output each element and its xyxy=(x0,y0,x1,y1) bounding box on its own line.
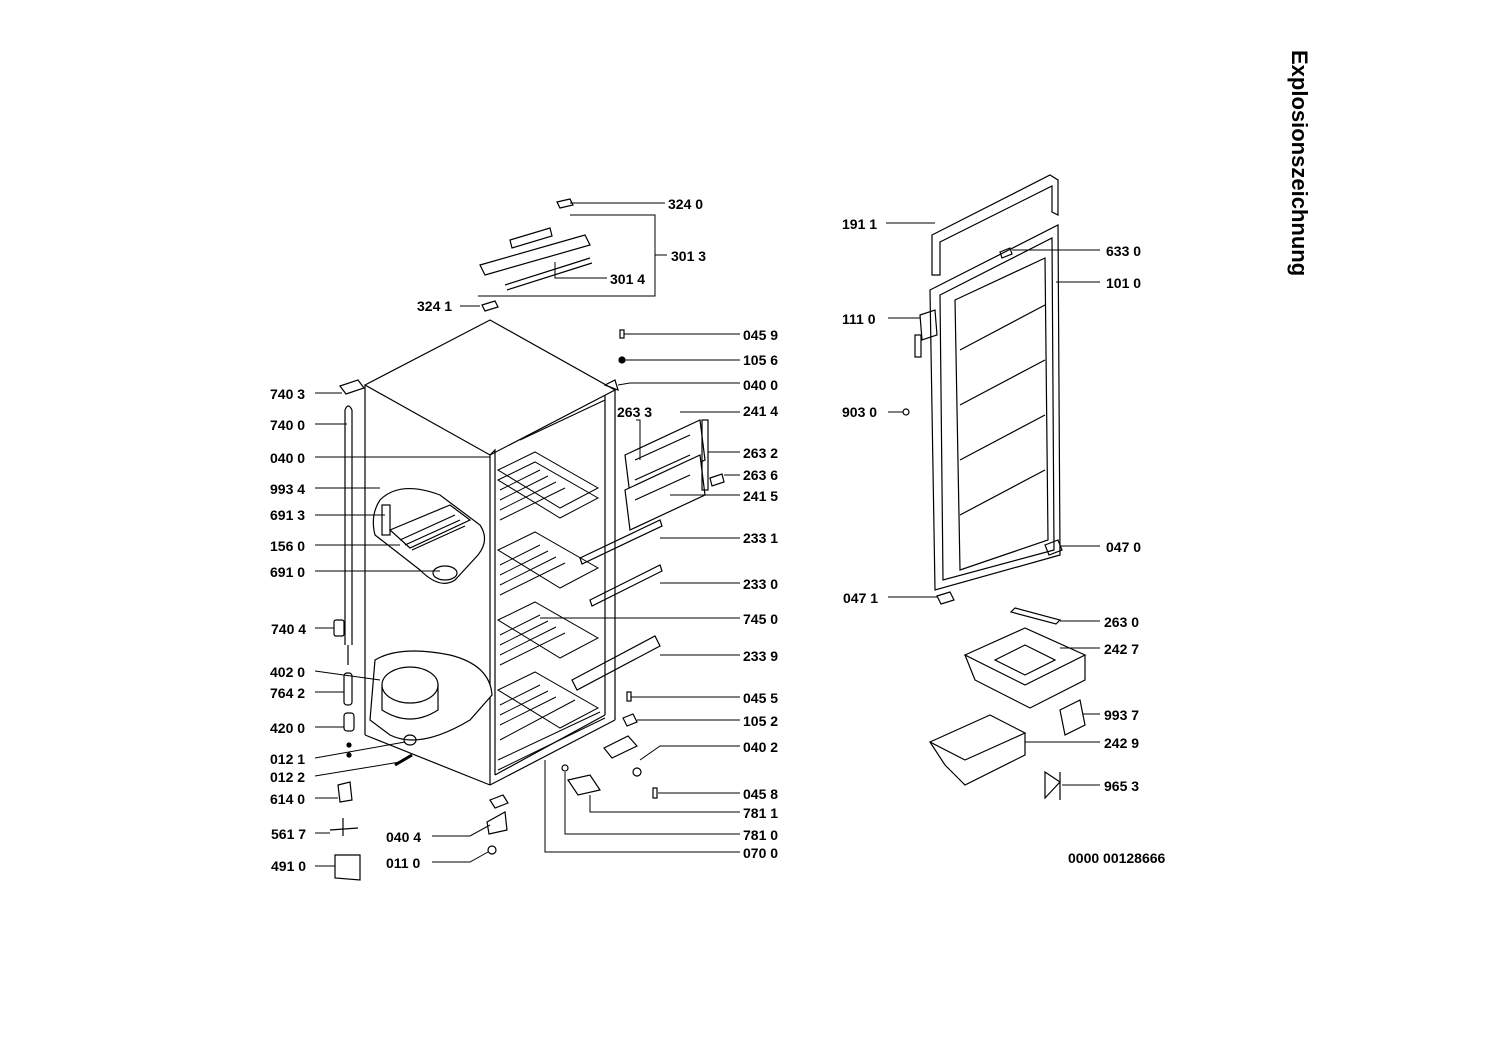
diagram-title: Explosionszeichnung xyxy=(1287,50,1312,277)
callout-402-0: 402 0 xyxy=(270,664,306,680)
callout-740-0: 740 0 xyxy=(270,417,306,433)
door-rails xyxy=(571,519,663,691)
leader-lines xyxy=(314,202,1100,867)
callout-241-4: 241 4 xyxy=(743,403,779,419)
callout-233-1: 233 1 xyxy=(743,530,779,546)
callout-764-2: 764 2 xyxy=(270,685,306,701)
callout-045-9: 045 9 xyxy=(743,327,779,343)
callout-745-0: 745 0 xyxy=(743,611,779,627)
callout-040-0-right: 040 0 xyxy=(743,377,779,393)
cabinet-body xyxy=(363,319,617,786)
callout-011-0: 011 0 xyxy=(386,855,421,871)
callout-233-9: 233 9 xyxy=(743,648,779,664)
callout-047-1: 047 1 xyxy=(843,590,879,606)
cabinet-shelves xyxy=(496,451,606,771)
callout-781-0: 781 0 xyxy=(743,827,779,843)
callout-070-0: 070 0 xyxy=(743,845,779,861)
callout-993-7: 993 7 xyxy=(1104,707,1140,723)
callout-242-7: 242 7 xyxy=(1104,641,1140,657)
callout-965-3: 965 3 xyxy=(1104,778,1140,794)
callout-040-4: 040 4 xyxy=(386,829,422,845)
callout-105-2: 105 2 xyxy=(743,713,779,729)
callout-263-0: 263 0 xyxy=(1104,614,1140,630)
callout-191-1: 191 1 xyxy=(842,216,878,232)
freezer-door xyxy=(902,174,1063,605)
callout-633-0: 633 0 xyxy=(1106,243,1142,259)
callout-420-0: 420 0 xyxy=(270,720,306,736)
callout-993-4: 993 4 xyxy=(270,481,306,497)
callout-040-2: 040 2 xyxy=(743,739,779,755)
callout-156-0: 156 0 xyxy=(270,538,306,554)
callout-301-4: 301 4 xyxy=(610,271,646,287)
callout-047-0: 047 0 xyxy=(1106,539,1142,555)
callout-491-0: 491 0 xyxy=(271,858,307,874)
callout-740-3: 740 3 xyxy=(270,386,306,402)
callout-561-7: 561 7 xyxy=(271,826,307,842)
drawers xyxy=(928,607,1087,800)
callout-691-3: 691 3 xyxy=(270,507,306,523)
callout-241-5: 241 5 xyxy=(743,488,779,504)
condenser-tube xyxy=(344,405,353,665)
evaporator-assembly xyxy=(372,487,486,584)
small-hardware xyxy=(486,329,658,855)
callout-045-5: 045 5 xyxy=(743,690,779,706)
callout-691-0: 691 0 xyxy=(270,564,306,580)
callout-242-9: 242 9 xyxy=(1104,735,1140,751)
callout-324-1: 324 1 xyxy=(417,298,453,314)
callout-111-0: 111 0 xyxy=(842,311,876,327)
callout-105-6: 105 6 xyxy=(743,352,779,368)
callout-614-0: 614 0 xyxy=(270,791,306,807)
callout-324-0-top: 324 0 xyxy=(668,196,704,212)
document-number: 0000 00128666 xyxy=(1068,850,1166,866)
callout-012-2: 012 2 xyxy=(270,769,306,785)
callout-045-8: 045 8 xyxy=(743,786,779,802)
callout-263-6: 263 6 xyxy=(743,467,779,483)
callout-233-0: 233 0 xyxy=(743,576,779,592)
callout-040-0-left: 040 0 xyxy=(270,450,306,466)
compressor-area xyxy=(329,379,493,881)
callout-781-1: 781 1 xyxy=(743,805,779,821)
callout-263-2: 263 2 xyxy=(743,445,779,461)
door-bins xyxy=(624,419,725,531)
top-trim-parts xyxy=(479,198,593,312)
callout-263-3: 263 3 xyxy=(617,404,653,420)
callout-740-4: 740 4 xyxy=(271,621,307,637)
callout-101-0: 101 0 xyxy=(1106,275,1142,291)
callout-903-0: 903 0 xyxy=(842,404,878,420)
callout-012-1: 012 1 xyxy=(270,751,306,767)
callout-301-3: 301 3 xyxy=(671,248,707,264)
